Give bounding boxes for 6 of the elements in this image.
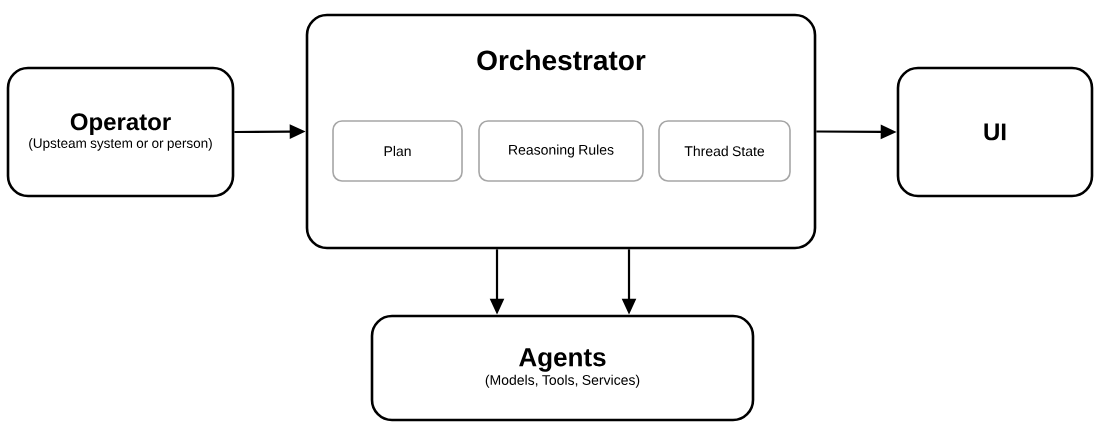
operator-box: Operator (Upsteam system or or person) [6, 66, 235, 198]
plan-box: Plan [332, 120, 463, 182]
rules-box: Reasoning Rules [478, 120, 644, 182]
state-box: Thread State [658, 120, 791, 182]
agents-box: Agents (Models, Tools, Services) [370, 314, 755, 422]
ui-box: UI [896, 66, 1094, 198]
